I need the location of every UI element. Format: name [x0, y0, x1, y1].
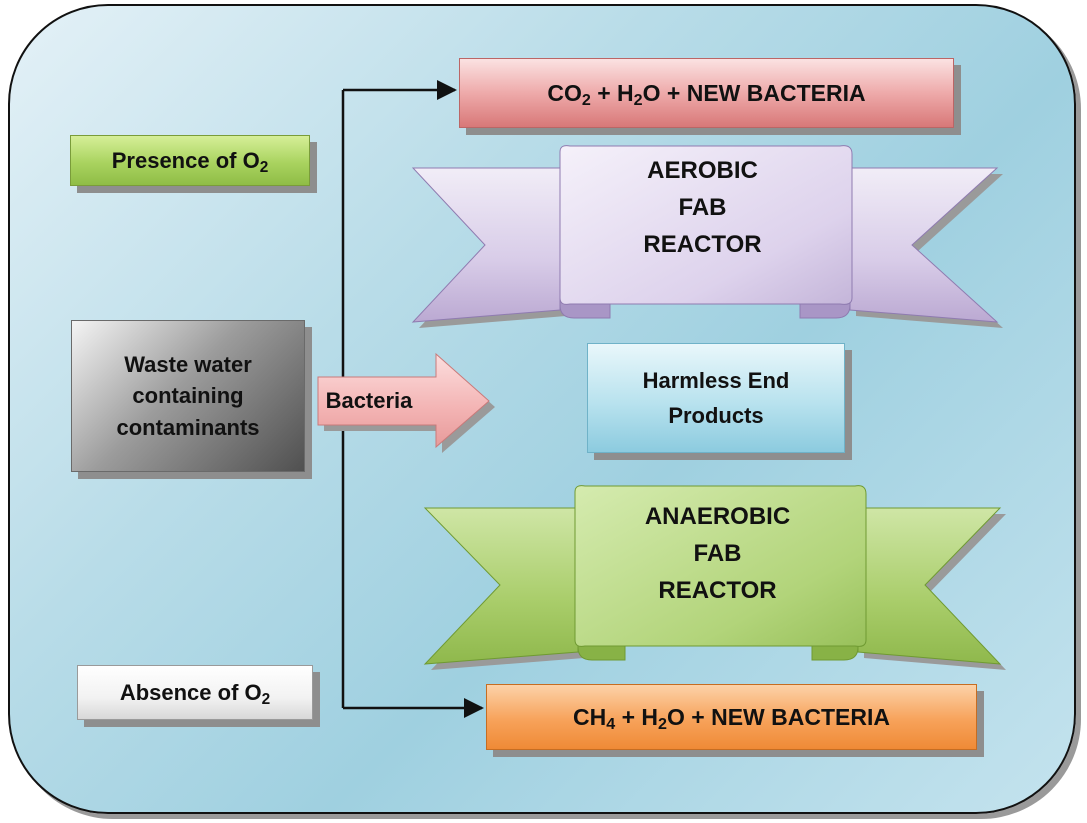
- absence-of-o2-box: Absence of O2: [77, 665, 313, 720]
- presence-of-o2-box: Presence of O2: [70, 135, 310, 186]
- waste-water-box: Waste water containing contaminants: [71, 320, 305, 472]
- waste-line-1: Waste water: [124, 352, 252, 378]
- bacteria-arrow: [317, 352, 495, 453]
- aerobic-banner: [411, 145, 1003, 328]
- aerobic-reactor-label: AEROBIC FAB REACTOR: [643, 157, 762, 259]
- waste-line-3: contaminants: [116, 414, 260, 440]
- ch4-output-box: CH4 + H2O + NEW BACTERIA: [486, 684, 977, 750]
- anaerobic-reactor-label: ANAEROBIC FAB REACTOR: [644, 503, 791, 605]
- anaerobic-banner: [423, 485, 1006, 670]
- harmless-end-products-box: Harmless End Products: [587, 343, 845, 453]
- bacteria-label: Bacteria: [325, 388, 413, 413]
- waste-line-2: containing: [132, 383, 244, 409]
- co2-output-box: CO2 + H2O + NEW BACTERIA: [459, 58, 954, 128]
